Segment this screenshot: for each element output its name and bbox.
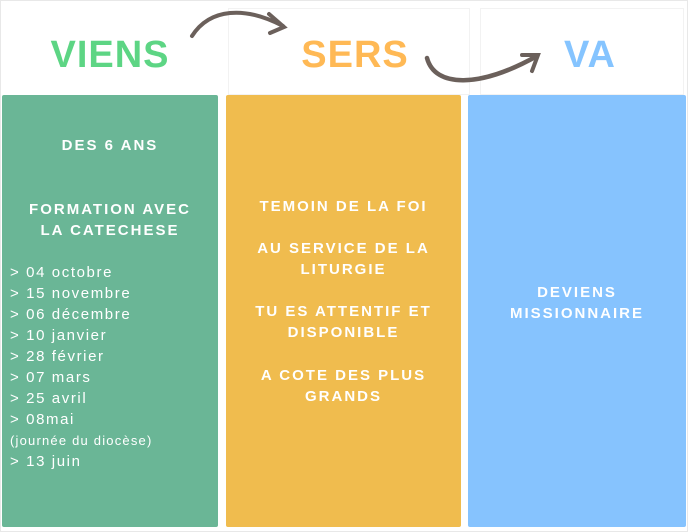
date-item: > 28 février [10,348,105,365]
arrow-icon [424,53,541,83]
sers-line: GRANDS [304,388,382,405]
card-outline [480,8,684,95]
va-line: DEVIENS [537,284,617,301]
sers-line: DISPONIBLE [287,324,400,341]
va-line: MISSIONNAIRE [509,305,644,322]
date-item: > 08mai [10,411,75,428]
formation-line2: LA CATECHESE [40,222,180,239]
sers-line: AU SERVICE DE LA [257,240,430,257]
sers-line: LITURGIE [300,261,387,278]
va-column: DEVIENS MISSIONNAIRE [468,95,686,527]
date-item: > 15 novembre [10,285,132,302]
sers-line: TU ES ATTENTIF ET [255,303,432,320]
date-note: (journée du diocèse) [10,433,153,448]
title-va: VA [564,34,616,76]
date-item: > 13 juin [10,453,82,470]
sers-column: TEMOIN DE LA FOI AU SERVICE DE LA LITURG… [226,95,461,527]
date-item: > 25 avril [10,390,88,407]
age-text: DES 6 ANS [61,137,159,154]
sers-line: A COTE DES PLUS [260,367,427,384]
dates-list: > 04 octobre > 15 novembre > 06 décembre… [10,262,153,472]
date-item: > 10 janvier [10,327,108,344]
title-sers: SERS [301,34,409,76]
date-item: > 04 octobre [10,264,114,281]
formation-line1: FORMATION AVEC [29,201,191,218]
arrow-icon [190,10,288,38]
viens-column: DES 6 ANS FORMATION AVEC LA CATECHESE > … [2,95,218,527]
title-viens: VIENS [50,34,170,76]
date-item: > 06 décembre [10,306,132,323]
card-outline [228,8,470,95]
sers-line: TEMOIN DE LA FOI [259,198,428,215]
date-item: > 07 mars [10,369,92,386]
